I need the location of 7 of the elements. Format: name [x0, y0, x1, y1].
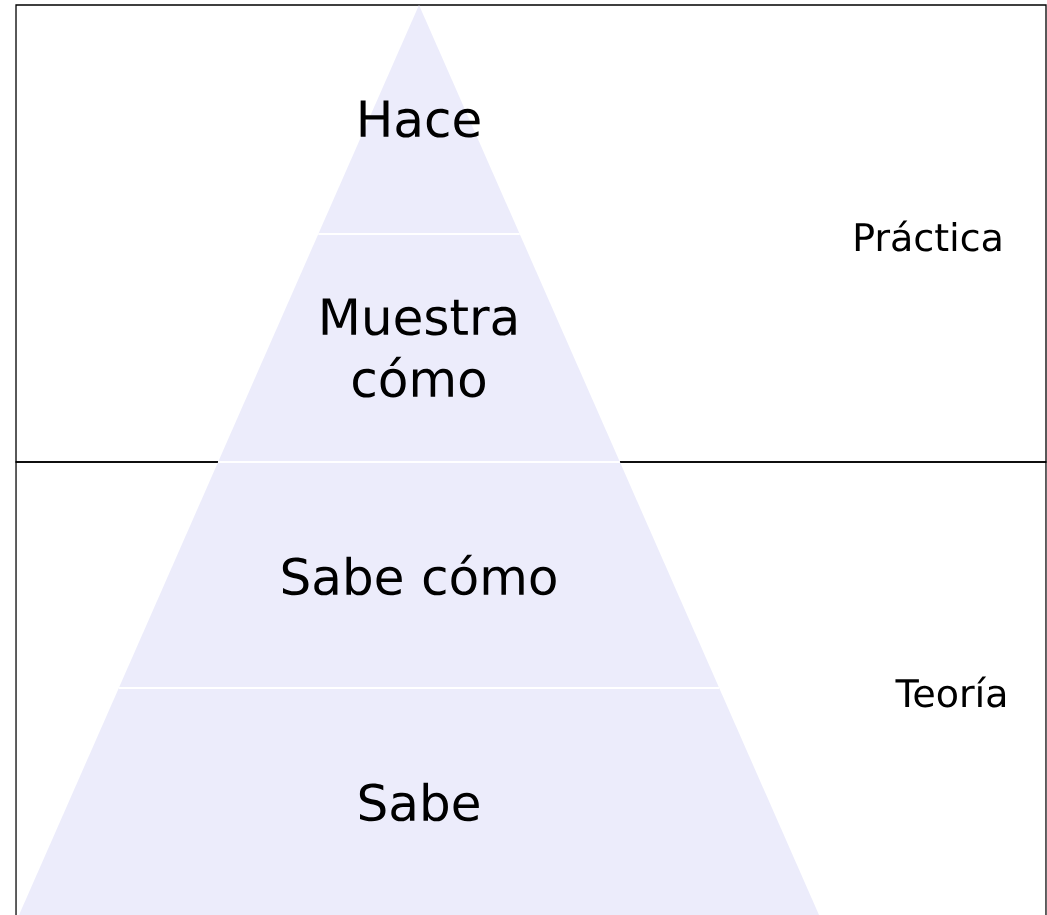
pyramid-level: Muestra cómo: [218, 233, 620, 462]
node-label: Sabe cómo: [282, 554, 556, 596]
pyramid-level: Sabe: [19, 687, 819, 915]
node-label: Muestra cómo: [322, 298, 516, 398]
pyramid-level: Sabe cómo: [118, 461, 720, 688]
pyramid-level: Hace: [318, 5, 520, 234]
node-label: Hace: [360, 100, 480, 138]
